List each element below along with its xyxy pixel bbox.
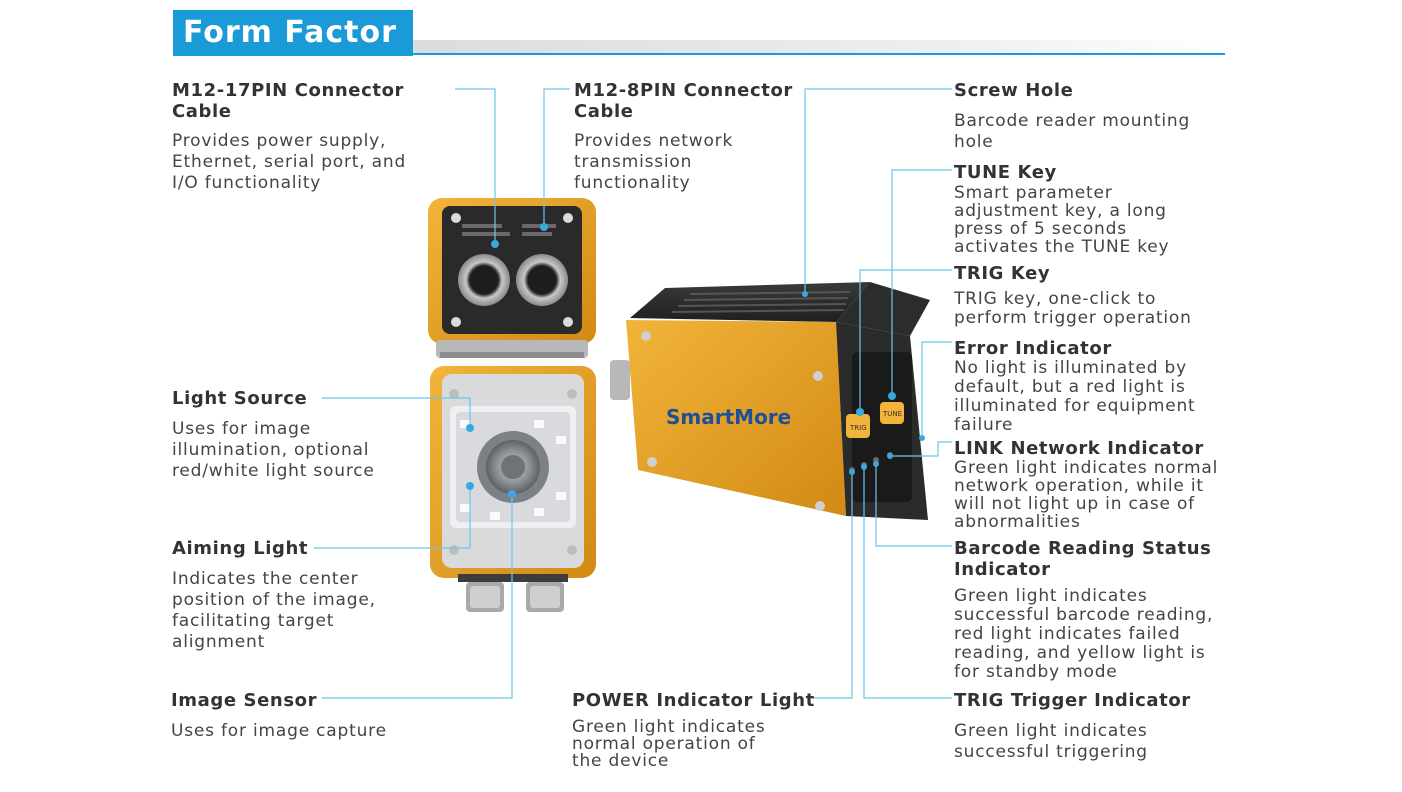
leader-screw-hole — [804, 88, 952, 294]
callout-title: Screw Hole — [954, 80, 1074, 101]
callout-desc: Smart parameter adjustment key, a long p… — [954, 183, 1170, 257]
callout-title: TUNE Key — [954, 162, 1057, 183]
callout-desc: Uses for image illumination, optional re… — [172, 419, 375, 481]
callout-desc: Uses for image capture — [171, 721, 387, 741]
leader-m12-17pin — [455, 88, 496, 244]
callout-error-indicator: Error Indicator No light is illuminated … — [954, 338, 1234, 435]
trig-key-label: TRIG — [849, 424, 867, 432]
callout-desc: Green light indicates normal operation o… — [572, 717, 766, 771]
callout-title: Error Indicator — [954, 338, 1112, 359]
callout-title: TRIG Trigger Indicator — [954, 690, 1191, 711]
callout-desc: Green light indicates successful barcode… — [954, 586, 1214, 682]
callout-desc: Green light indicates successful trigger… — [954, 721, 1148, 762]
callout-title: POWER Indicator Light — [572, 690, 815, 711]
leader-link-indicator — [890, 441, 952, 457]
title-rule-line — [413, 53, 1225, 55]
callout-power-indicator: POWER Indicator Light Green light indica… — [572, 690, 822, 770]
callout-desc: Barcode reader mounting hole — [954, 111, 1191, 152]
callout-tune-key: TUNE Key Smart parameter adjustment key,… — [954, 162, 1234, 256]
callout-m12-17pin: M12-17PIN Connector Cable Provides power… — [172, 80, 457, 194]
callout-trig-indicator: TRIG Trigger Indicator Green light indic… — [954, 690, 1234, 763]
callout-title: LINK Network Indicator — [954, 438, 1204, 459]
brand-logo: SmartMore — [666, 405, 791, 429]
leader-aiming-light — [314, 486, 471, 549]
leader-barcode-status — [875, 464, 952, 547]
callout-lines — [314, 88, 952, 699]
title-rule-band — [413, 40, 1225, 54]
rear-view — [428, 198, 596, 358]
leader-trig-indicator — [863, 467, 952, 699]
callout-barcode-status: Barcode Reading Status Indicator Green l… — [954, 538, 1239, 682]
callout-title: TRIG Key — [954, 263, 1051, 284]
leader-power-indicator — [812, 472, 853, 699]
callout-light-source: Light Source Uses for image illumination… — [172, 388, 412, 482]
callout-title: Aiming Light — [172, 538, 309, 559]
callout-dots — [466, 223, 925, 498]
perspective-view: SmartMore TRIG TUNE — [610, 282, 930, 520]
callout-desc: Provides power supply, Ethernet, serial … — [172, 131, 407, 193]
section-title: Form Factor — [173, 10, 413, 56]
front-view — [430, 366, 596, 612]
callout-image-sensor: Image Sensor Uses for image capture — [171, 690, 431, 742]
callout-title: M12-8PIN Connector Cable — [574, 80, 793, 122]
leader-m12-8pin — [543, 88, 570, 227]
callout-desc: Provides network transmission functional… — [574, 131, 734, 193]
callout-screw-hole: Screw Hole Barcode reader mounting hole — [954, 80, 1234, 153]
callout-title: Light Source — [172, 388, 308, 409]
callout-title: Barcode Reading Status Indicator — [954, 538, 1212, 580]
leader-tune-key — [891, 169, 952, 396]
callout-title: M12-17PIN Connector Cable — [172, 80, 405, 122]
callout-link-indicator: LINK Network Indicator Green light indic… — [954, 438, 1234, 531]
callout-desc: No light is illuminated by default, but … — [954, 358, 1196, 435]
leader-image-sensor — [322, 494, 513, 699]
tune-key-label: TUNE — [882, 410, 902, 418]
leader-trig-key — [859, 269, 952, 412]
callout-desc: Indicates the center position of the ima… — [172, 569, 376, 652]
callout-trig-key: TRIG Key TRIG key, one-click to perform … — [954, 263, 1234, 328]
callout-desc: TRIG key, one-click to perform trigger o… — [954, 289, 1192, 328]
callout-desc: Green light indicates normal network ope… — [954, 458, 1219, 532]
callout-m12-8pin: M12-8PIN Connector Cable Provides networ… — [574, 80, 814, 194]
leader-error-indicator — [921, 341, 952, 438]
callout-aiming-light: Aiming Light Indicates the center positi… — [172, 538, 412, 653]
callout-title: Image Sensor — [171, 690, 318, 711]
leader-light-source — [322, 397, 471, 428]
